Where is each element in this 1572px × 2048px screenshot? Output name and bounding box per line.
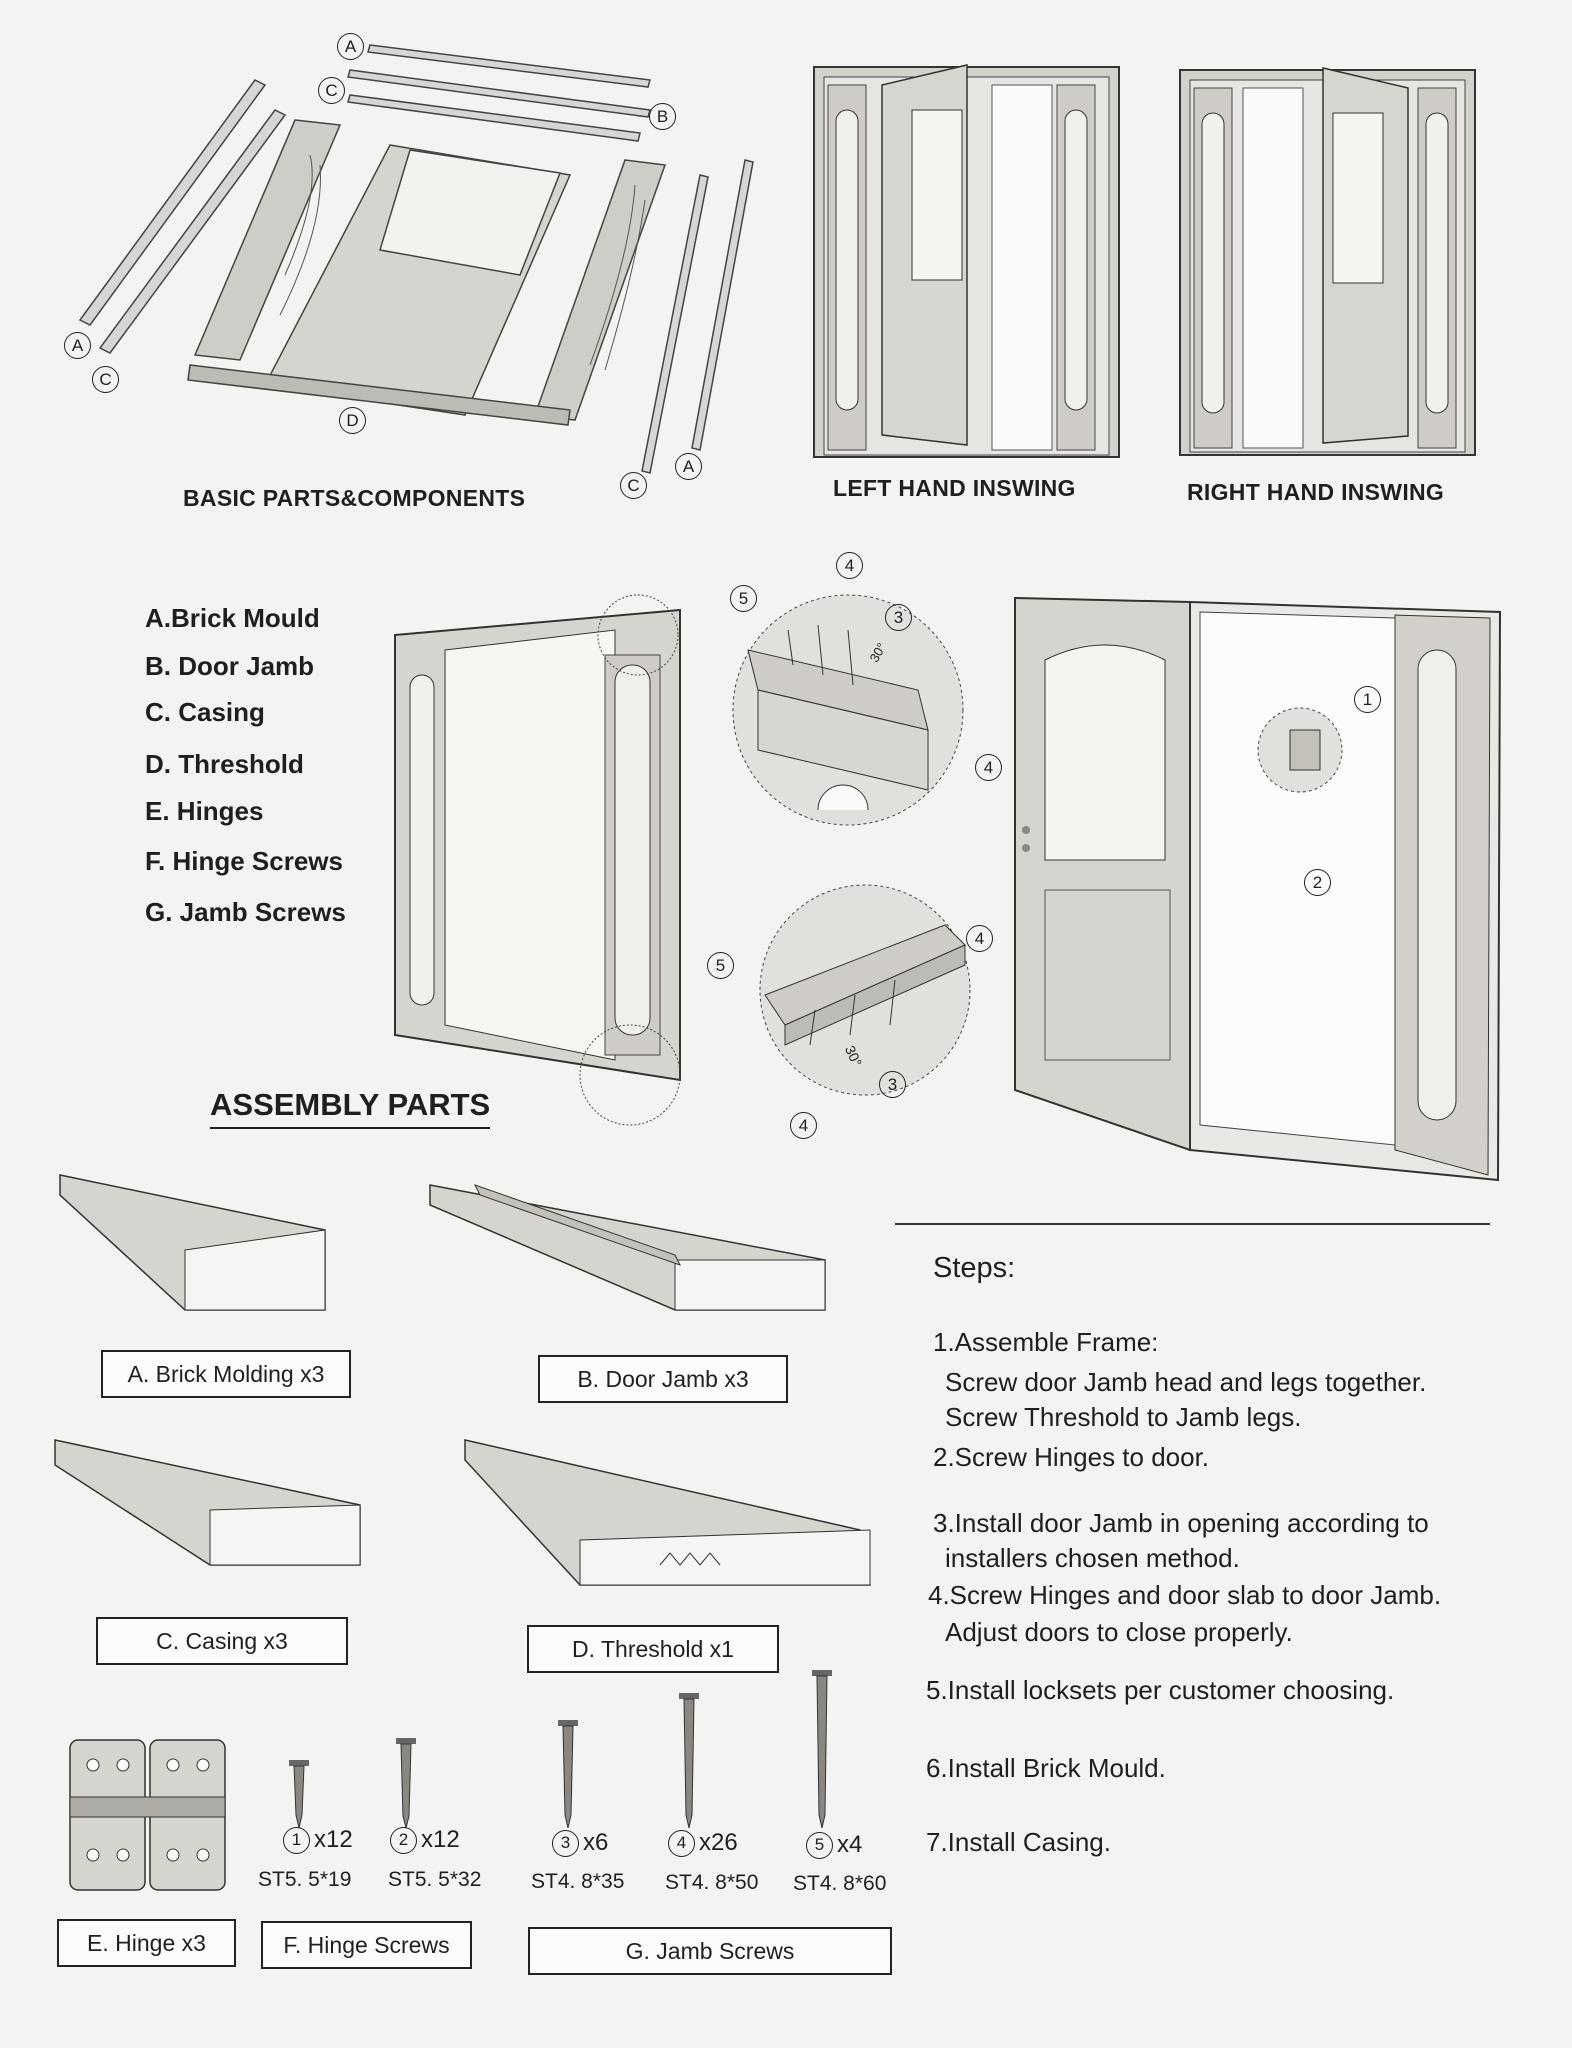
callout-a-top: A [337,33,364,60]
casing-drawing [54,1439,361,1566]
screw-3-drawing [558,1720,578,1829]
hinge-drawing [69,1739,226,1891]
jamb-head-detail-circle [732,594,964,826]
screw-4-spec: ST4. 8*50 [665,1871,759,1894]
threshold-drawing [464,1439,871,1586]
jamb-screws-label: G. Jamb Screws [528,1927,892,1975]
screw-5-spec: ST4. 8*60 [793,1872,887,1895]
detail-5-upper: 5 [730,585,757,612]
callout-d: D [339,407,366,434]
step-5: 5.Install locksets per customer choosing… [926,1675,1395,1705]
detail-3-upper: 3 [885,604,912,631]
detail-3-lower: 3 [879,1071,906,1098]
screw-3-spec: ST4. 8*35 [531,1870,625,1893]
step-7: 7.Install Casing. [926,1827,1111,1857]
casing-label: C. Casing x3 [96,1617,348,1665]
screw-5-drawing [812,1670,832,1829]
legend-door-jamb: B. Door Jamb [145,651,315,681]
brick-molding-drawing [59,1174,326,1311]
callout-a-bottom: A [675,453,702,480]
detail-4-lower-bottom: 4 [790,1112,817,1139]
step-4-cont: Adjust doors to close properly. [945,1617,1293,1647]
detail-4-upper-right: 4 [975,754,1002,781]
door-jamb-drawing [429,1184,826,1311]
callout-c-bottom: C [620,472,647,499]
left-hand-inswing-label: LEFT HAND INSWING [833,475,1076,501]
right-hand-inswing-label: RIGHT HAND INSWING [1187,479,1445,505]
threshold-detail-circle [759,884,971,1096]
frame-assembly-diagram [394,594,681,1126]
installed-door-diagram [1014,596,1502,1182]
legend-brick-mould: A.Brick Mould [145,603,320,633]
detail-2-hinge: 2 [1304,869,1331,896]
screw-2-drawing [396,1738,416,1829]
callout-b: B [649,103,676,130]
legend-jamb-screws: G. Jamb Screws [145,897,346,927]
door-jamb-label: B. Door Jamb x3 [538,1355,788,1403]
threshold-label: D. Threshold x1 [527,1625,779,1673]
screw-1-drawing [289,1760,309,1829]
callout-a-left: A [64,332,91,359]
screw-4-drawing [679,1693,699,1829]
steps-title: Steps: [933,1252,1016,1284]
callout-c-left: C [92,366,119,393]
legend-hinge-screws: F. Hinge Screws [145,846,343,876]
legend-threshold: D. Threshold [145,749,304,779]
detail-4-lower-right: 4 [966,925,993,952]
callout-c-top: C [318,77,345,104]
step-4: 4.Screw Hinges and door slab to door Jam… [928,1580,1442,1610]
legend-casing: C. Casing [145,697,265,727]
step-1-title: 1.Assemble Frame: [933,1327,1159,1357]
step-6: 6.Install Brick Mould. [926,1753,1166,1783]
screw-4-qty: 4 x26 [668,1829,738,1857]
screw-1-spec: ST5. 5*19 [258,1868,352,1891]
steps-divider [895,1223,1490,1225]
screw-1-qty: 1 x12 [283,1826,353,1854]
basic-parts-title: BASIC PARTS&COMPONENTS [183,485,526,511]
screw-2-qty: 2 x12 [390,1826,460,1854]
detail-5-lower: 5 [707,952,734,979]
screw-2-spec: ST5. 5*32 [388,1868,482,1891]
screw-3-qty: 3 x6 [552,1829,608,1857]
screw-5-qty: 5 x4 [806,1831,862,1859]
step-1-line-a: Screw door Jamb head and legs together. [945,1367,1427,1397]
legend-hinges: E. Hinges [145,796,264,826]
brick-molding-label: A. Brick Molding x3 [101,1350,351,1398]
detail-4-upper-top: 4 [836,552,863,579]
right-hand-inswing-diagram [1179,67,1476,456]
step-3: 3.Install door Jamb in opening according… [933,1508,1429,1538]
hinge-screws-label: F. Hinge Screws [261,1921,472,1969]
step-3-cont: installers chosen method. [945,1543,1240,1573]
hinge-label: E. Hinge x3 [57,1919,236,1967]
detail-1-hinge: 1 [1354,686,1381,713]
basic-parts-exploded-diagram [78,44,754,474]
step-2: 2.Screw Hinges to door. [933,1442,1210,1472]
left-hand-inswing-diagram [813,64,1120,458]
assembly-parts-title: ASSEMBLY PARTS [210,1087,491,1129]
step-1-line-b: Screw Threshold to Jamb legs. [945,1402,1302,1432]
